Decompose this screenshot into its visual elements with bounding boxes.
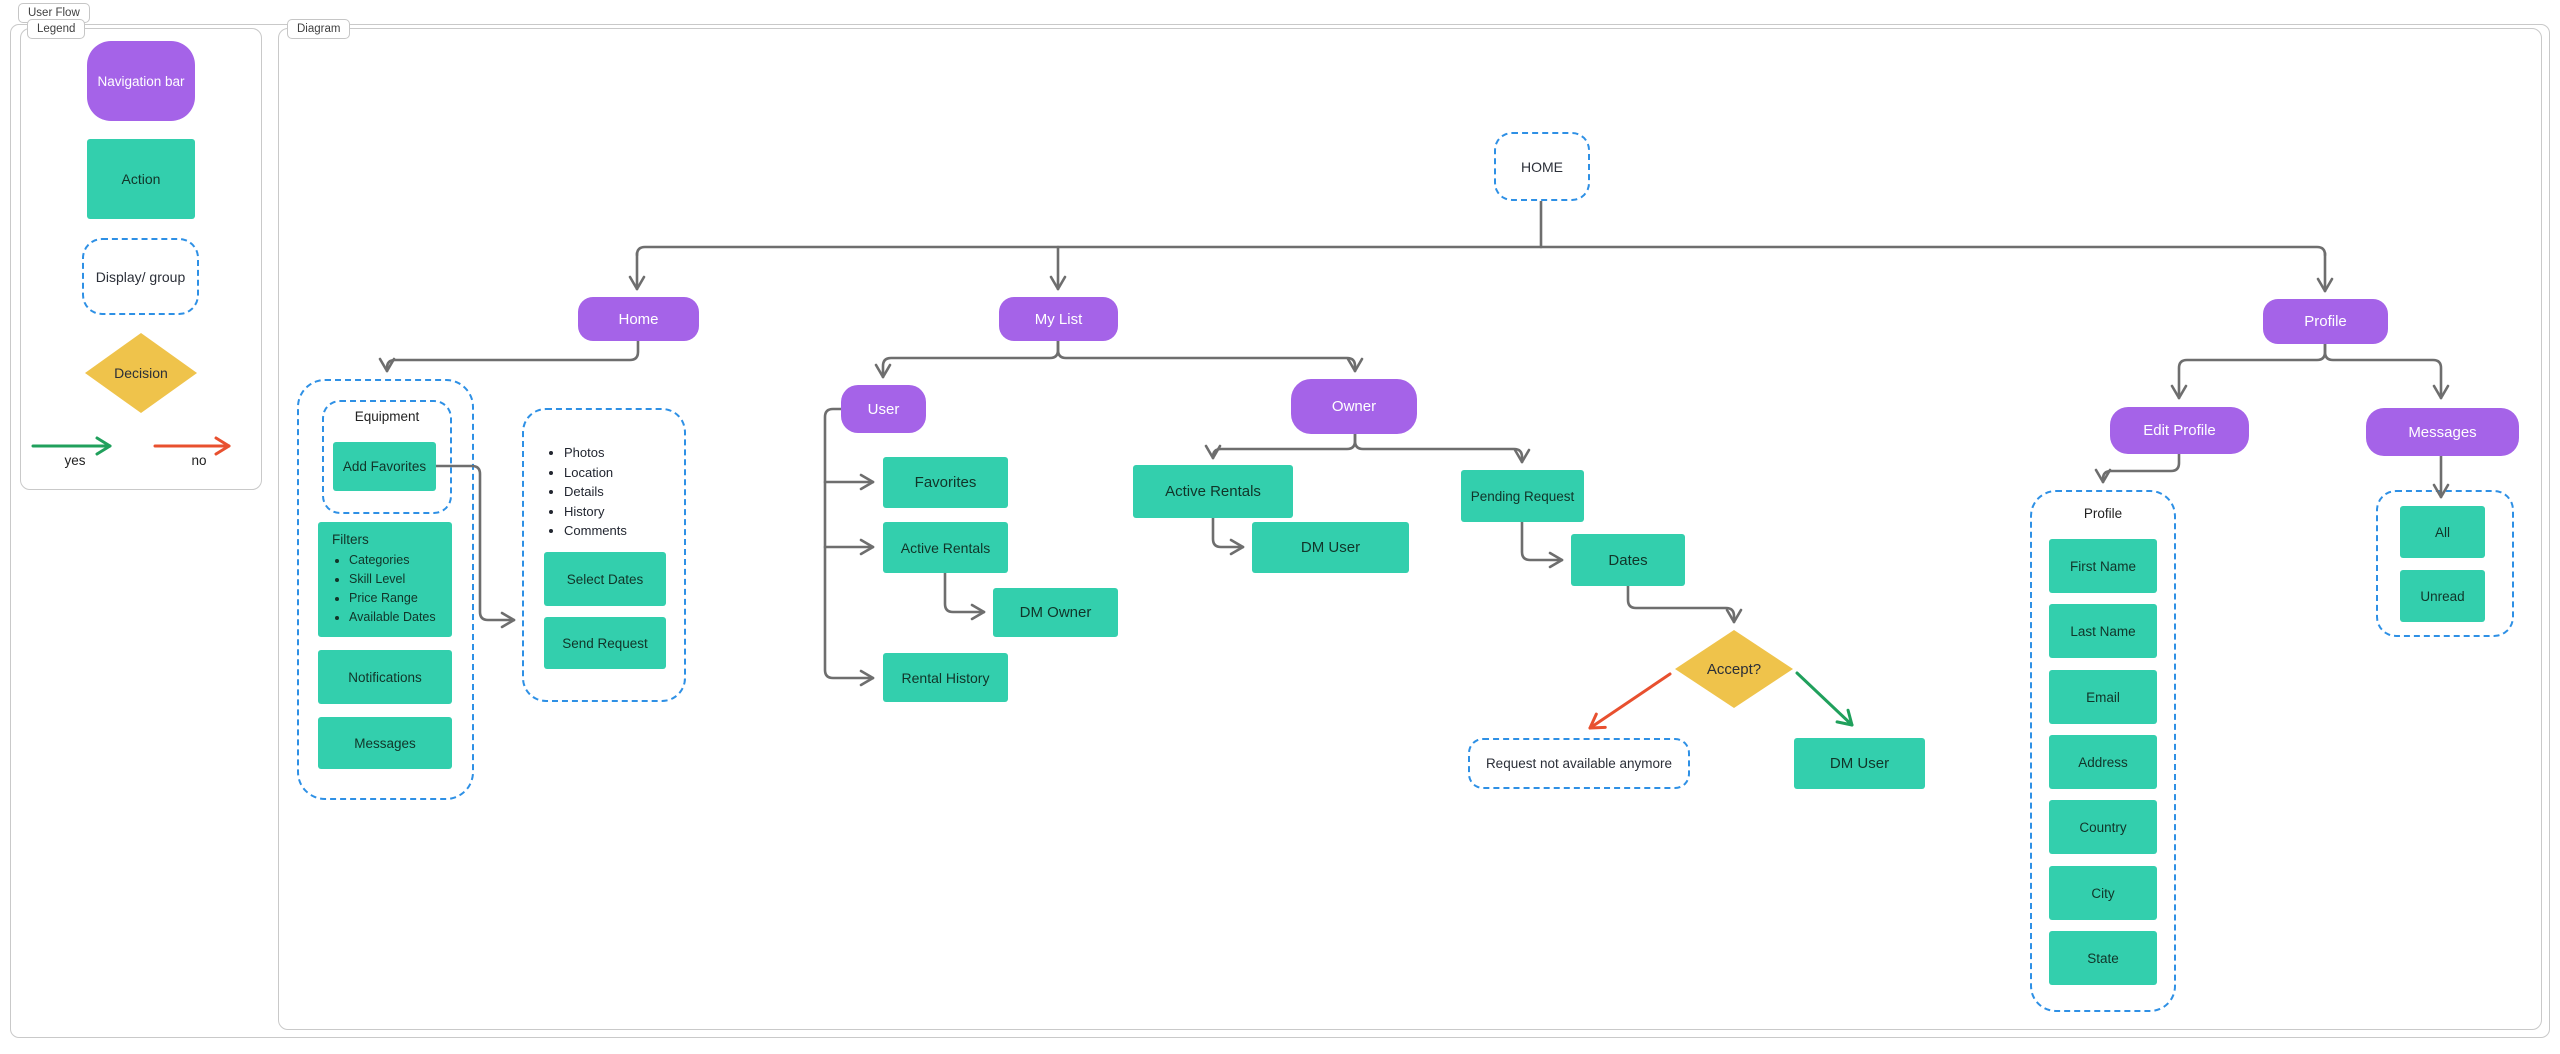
profile-group-label: Profile bbox=[2083, 506, 2123, 521]
node-home-root[interactable]: HOME bbox=[1494, 132, 1590, 201]
node-messages-all[interactable]: All bbox=[2400, 506, 2485, 558]
node-last-name[interactable]: Last Name bbox=[2049, 604, 2157, 658]
listing-item: Comments bbox=[564, 521, 692, 541]
node-user-active-rentals[interactable]: Active Rentals bbox=[883, 522, 1008, 573]
profile-fields-group[interactable] bbox=[2030, 490, 2176, 1012]
node-owner[interactable]: Owner bbox=[1291, 379, 1417, 434]
filters-item: Price Range bbox=[349, 589, 436, 608]
node-messages-unread[interactable]: Unread bbox=[2400, 570, 2485, 622]
legend-navigation-bar-shape[interactable]: Navigation bar bbox=[87, 41, 195, 121]
node-send-request[interactable]: Send Request bbox=[544, 617, 666, 669]
node-edit-profile[interactable]: Edit Profile bbox=[2110, 407, 2249, 454]
legend-tag[interactable]: Legend bbox=[27, 19, 86, 40]
listing-item: Location bbox=[564, 463, 692, 483]
node-rental-history[interactable]: Rental History bbox=[883, 653, 1008, 702]
legend-display-group-shape[interactable]: Display/ group bbox=[82, 238, 199, 315]
node-email[interactable]: Email bbox=[2049, 670, 2157, 724]
diagram-tag[interactable]: Diagram bbox=[287, 19, 351, 40]
filters-item: Skill Level bbox=[349, 570, 436, 589]
filters-title: Filters bbox=[332, 532, 369, 547]
node-first-name[interactable]: First Name bbox=[2049, 539, 2157, 593]
node-owner-dm-user[interactable]: DM User bbox=[1252, 522, 1409, 573]
listing-item: Photos bbox=[564, 443, 692, 463]
node-nav-home[interactable]: Home bbox=[578, 297, 699, 341]
node-dm-owner[interactable]: DM Owner bbox=[993, 588, 1118, 637]
node-home-messages[interactable]: Messages bbox=[318, 717, 452, 769]
node-user[interactable]: User bbox=[841, 385, 926, 433]
node-nav-profile[interactable]: Profile bbox=[2263, 299, 2388, 344]
filters-item: Available Dates bbox=[349, 608, 436, 627]
node-owner-active-rentals[interactable]: Active Rentals bbox=[1133, 465, 1293, 518]
node-select-dates[interactable]: Select Dates bbox=[544, 552, 666, 606]
listing-list: Photos Location Details History Comments bbox=[546, 443, 692, 541]
listing-group[interactable] bbox=[522, 408, 686, 702]
legend-yes-label: yes bbox=[64, 453, 86, 468]
legend-action-shape[interactable]: Action bbox=[87, 139, 195, 219]
node-request-unavailable[interactable]: Request not available anymore bbox=[1468, 738, 1690, 789]
node-nav-my-list[interactable]: My List bbox=[999, 297, 1118, 341]
node-state[interactable]: State bbox=[2049, 931, 2157, 985]
filters-item: Categories bbox=[349, 551, 436, 570]
equipment-group-label: Equipment bbox=[354, 409, 420, 424]
equipment-group[interactable] bbox=[322, 400, 452, 514]
node-filters[interactable]: Filters Categories Skill Level Price Ran… bbox=[318, 522, 452, 637]
filters-list: Categories Skill Level Price Range Avail… bbox=[332, 551, 436, 627]
node-dm-user-accepted[interactable]: DM User bbox=[1794, 738, 1925, 789]
node-user-favorites[interactable]: Favorites bbox=[883, 457, 1008, 508]
node-dates[interactable]: Dates bbox=[1571, 534, 1685, 586]
node-add-favorites[interactable]: Add Favorites bbox=[333, 442, 436, 491]
diagram-panel bbox=[278, 28, 2542, 1030]
listing-item: History bbox=[564, 502, 692, 522]
node-notifications[interactable]: Notifications bbox=[318, 650, 452, 704]
node-profile-messages[interactable]: Messages bbox=[2366, 408, 2519, 456]
node-city[interactable]: City bbox=[2049, 866, 2157, 920]
node-address[interactable]: Address bbox=[2049, 735, 2157, 789]
legend-no-label: no bbox=[191, 453, 207, 468]
node-country[interactable]: Country bbox=[2049, 800, 2157, 854]
listing-item: Details bbox=[564, 482, 692, 502]
node-pending-request[interactable]: Pending Request bbox=[1461, 470, 1584, 522]
